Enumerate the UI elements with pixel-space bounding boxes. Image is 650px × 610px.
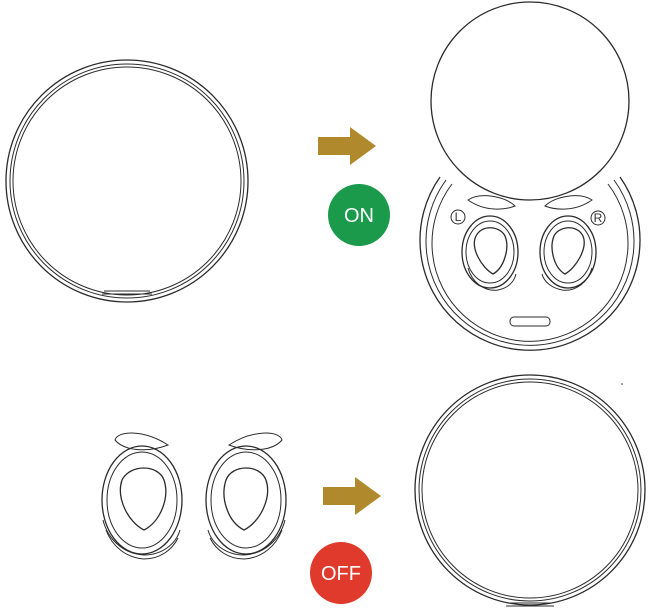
right-earbud <box>205 432 287 560</box>
on-badge: ON <box>328 184 390 246</box>
closed-case-top <box>5 59 249 303</box>
case-lid <box>430 1 630 201</box>
arrow-to-closed-case <box>323 477 381 515</box>
case-base <box>419 176 641 351</box>
right-arrow-icon <box>318 127 376 165</box>
left-earbud <box>101 432 183 560</box>
right-earbud-in-case: R <box>539 195 606 291</box>
right-arrow-icon <box>323 477 381 515</box>
left-letter: L <box>455 210 462 224</box>
earbuds-out-of-case <box>101 432 287 560</box>
off-badge: OFF <box>310 542 372 604</box>
right-letter: R <box>594 211 603 225</box>
off-badge-label: OFF <box>321 563 361 585</box>
arrow-to-open-case <box>318 127 376 165</box>
on-badge-label: ON <box>344 205 374 227</box>
open-case: L R <box>419 1 641 351</box>
closed-case-bottom <box>414 374 646 607</box>
left-earbud-in-case: L <box>450 195 519 291</box>
